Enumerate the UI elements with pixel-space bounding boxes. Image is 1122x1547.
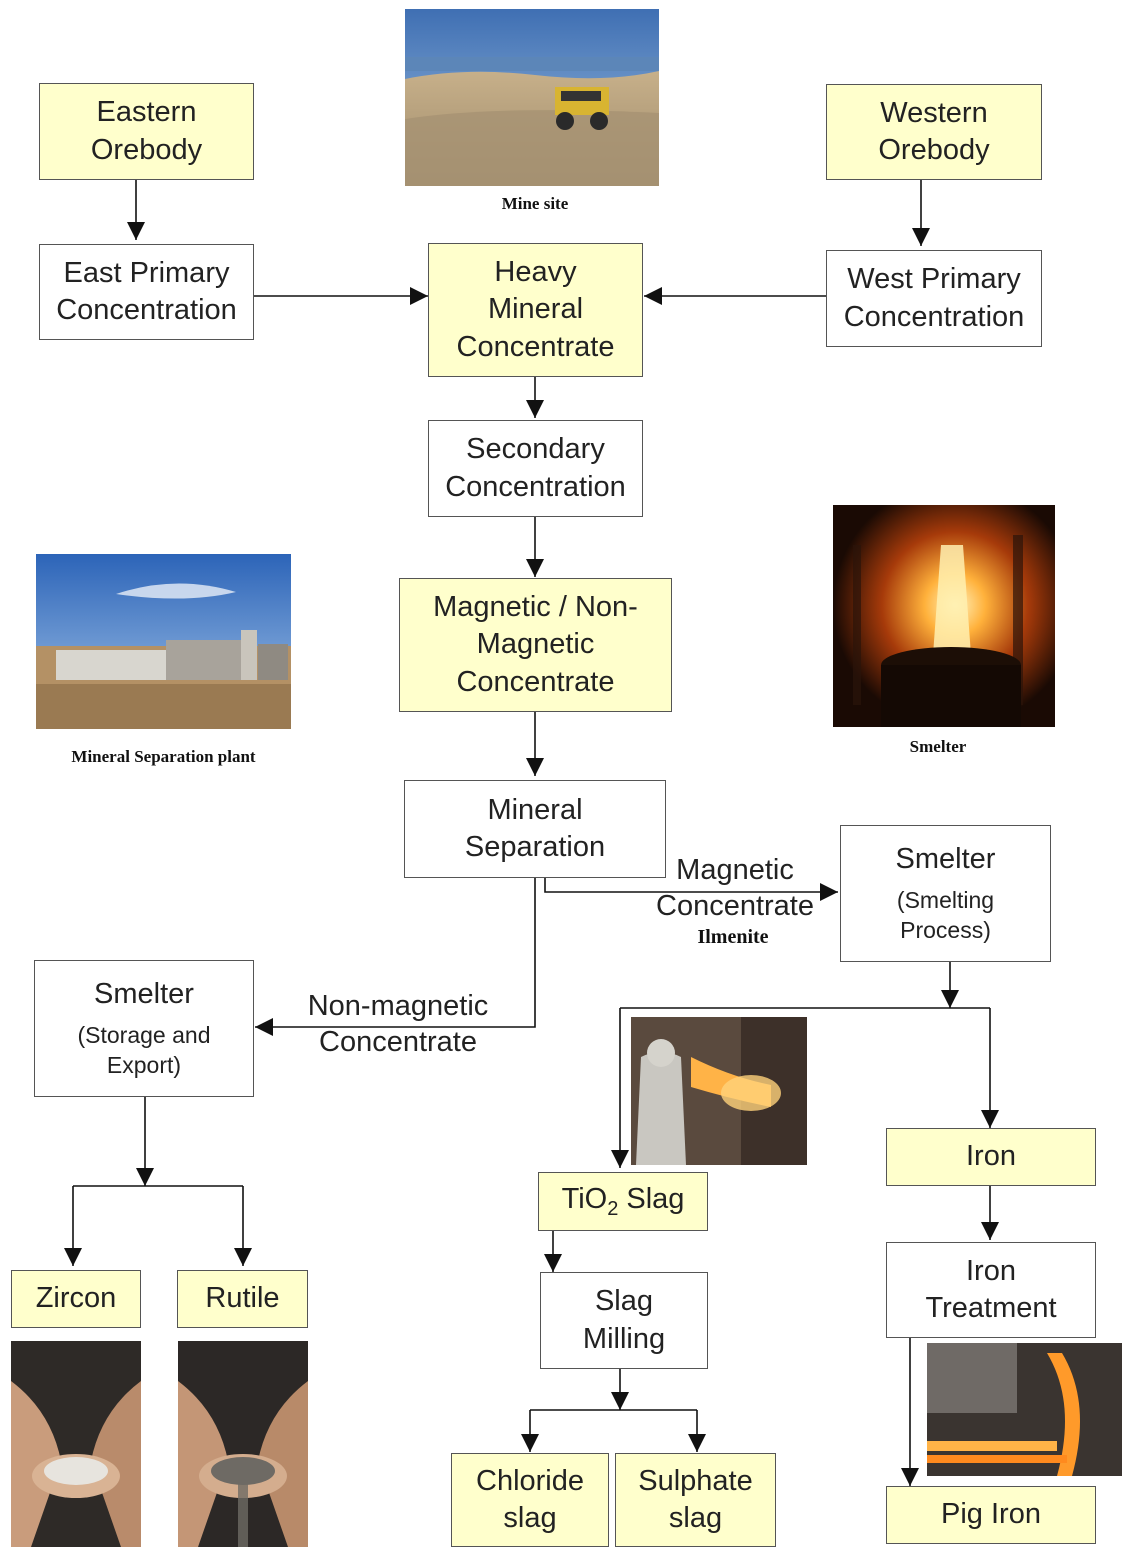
pig-iron-node: Pig Iron: [886, 1486, 1096, 1544]
heavy-mineral-concentrate-node: Heavy Mineral Concentrate: [428, 243, 643, 377]
arrow-split-zircon: [73, 1185, 243, 1266]
magnetic-nonmagnetic-concentrate-node: Magnetic / Non- Magnetic Concentrate: [399, 578, 672, 712]
zircon-node: Zircon: [11, 1270, 141, 1328]
mineral-separation-plant-photo: [36, 554, 291, 729]
tio2-slag-label: TiO2 Slag: [561, 1182, 685, 1220]
non-magnetic-concentrate-label: Non-magnetic Concentrate: [307, 990, 489, 1059]
tio2-slag-node: TiO2 Slag: [538, 1172, 708, 1231]
ilmenite-label: Ilmenite: [697, 926, 769, 948]
tio2-slag-photo: [631, 1017, 807, 1165]
smelter-storage-export-node: Smelter (Storage and Export): [34, 960, 254, 1097]
mine-site-photo: [405, 9, 659, 186]
smelter-storage-title: Smelter: [94, 978, 194, 1011]
rutile-photo: [178, 1341, 308, 1547]
slag-milling-node: Slag Milling: [540, 1272, 708, 1369]
rutile-node: Rutile: [177, 1270, 308, 1328]
arrow-branch-to-tio2: [620, 1007, 990, 1168]
secondary-concentration-node: Secondary Concentration: [428, 420, 643, 517]
smelter-smelting-process-node: Smelter (Smelting Process): [840, 825, 1051, 962]
arrow-split-chloride: [530, 1409, 697, 1452]
east-primary-concentration-node: East Primary Concentration: [39, 244, 254, 340]
mineral-separation-node: Mineral Separation: [404, 780, 666, 878]
pig-iron-photo: [927, 1343, 1122, 1476]
arrow-separation-to-smelter-storage: [255, 878, 536, 1036]
smelter-process-title: Smelter: [895, 843, 996, 876]
iron-node: Iron: [886, 1128, 1096, 1186]
iron-treatment-node: Iron Treatment: [886, 1242, 1096, 1338]
smelter-caption: Smelter: [909, 737, 967, 756]
zircon-photo: [11, 1341, 141, 1547]
smelter-storage-subtitle: (Storage and Export): [77, 1022, 211, 1079]
west-primary-concentration-node: West Primary Concentration: [826, 250, 1042, 347]
magnetic-concentrate-label: Magnetic Concentrate: [656, 854, 814, 923]
smelter-process-subtitle: (Smelting Process): [896, 887, 995, 944]
smelter-photo: [833, 505, 1055, 727]
arrow-separation-to-smelter-process: [544, 878, 838, 901]
sulphate-slag-node: Sulphate slag: [615, 1453, 776, 1547]
western-orebody-node: Western Orebody: [826, 84, 1042, 180]
mine-site-caption: Mine site: [501, 194, 569, 213]
eastern-orebody-node: Eastern Orebody: [39, 83, 254, 180]
chloride-slag-node: Chloride slag: [451, 1453, 609, 1547]
mineral-separation-plant-caption: Mineral Separation plant: [71, 747, 256, 766]
